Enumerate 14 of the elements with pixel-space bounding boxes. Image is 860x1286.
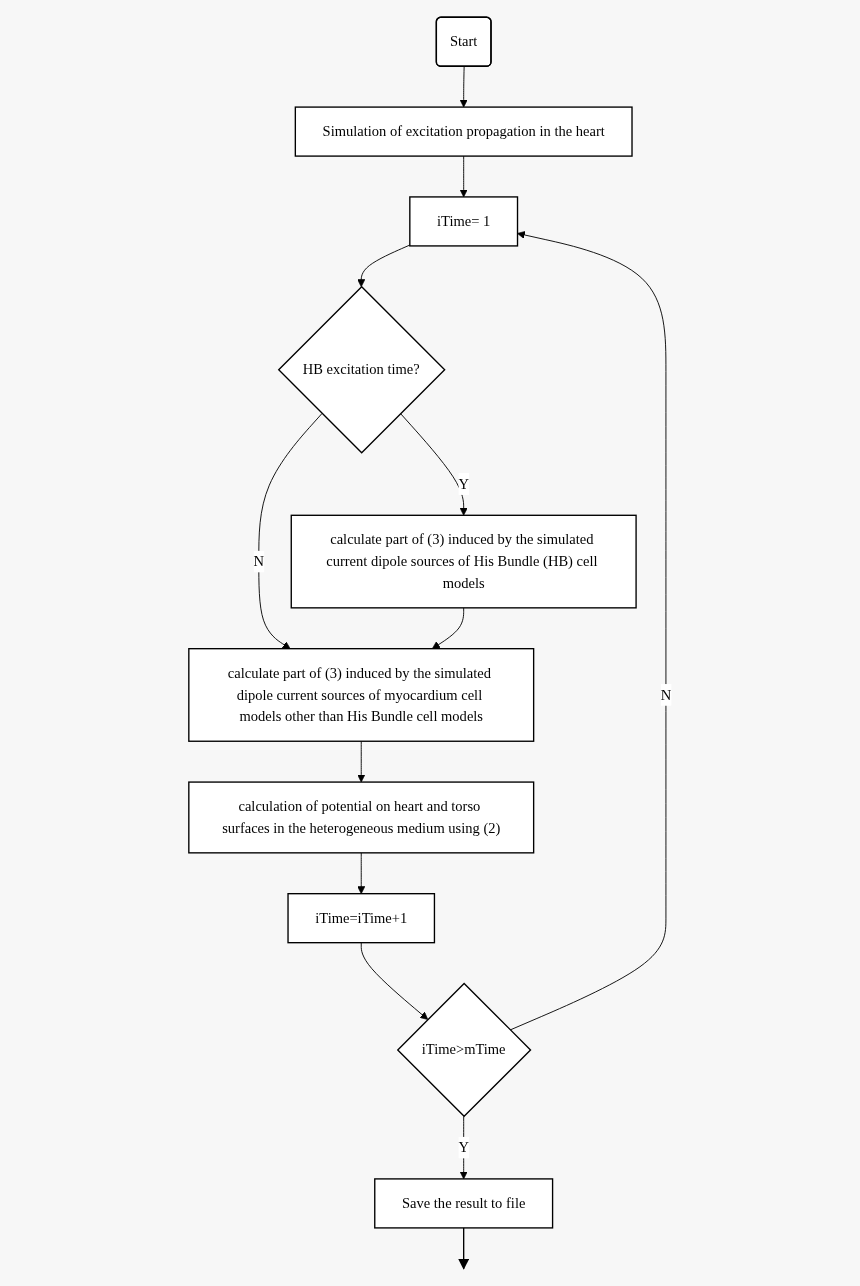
edge-label: Y	[458, 1139, 469, 1155]
edge-label: N	[660, 686, 672, 703]
node-box: iTime=iTime+1	[287, 893, 436, 944]
node-box: Simulation of excitation propagation in the heart	[294, 106, 633, 157]
edge-label: Y	[458, 475, 469, 492]
node-diamond: HB excitation time?	[277, 285, 446, 454]
node-box: iTime= 1	[409, 196, 519, 247]
arrow	[458, 1227, 470, 1270]
node-box: calculation of potential on heart and torso surfaces in the heterogeneous medium using (2)	[188, 781, 535, 854]
node-diamond: iTime>mTime	[396, 982, 532, 1118]
edge-label: N	[253, 553, 265, 569]
node-box: Save the result to file	[374, 1178, 554, 1229]
node-box: calculate part of (3) induced by the simulated current dipole sources of His Bundle (HB) cell models	[290, 514, 637, 609]
node-box: calculate part of (3) induced by the simulated dipole current sources of myocardium cell models other than His Bundle cell models	[188, 648, 535, 742]
